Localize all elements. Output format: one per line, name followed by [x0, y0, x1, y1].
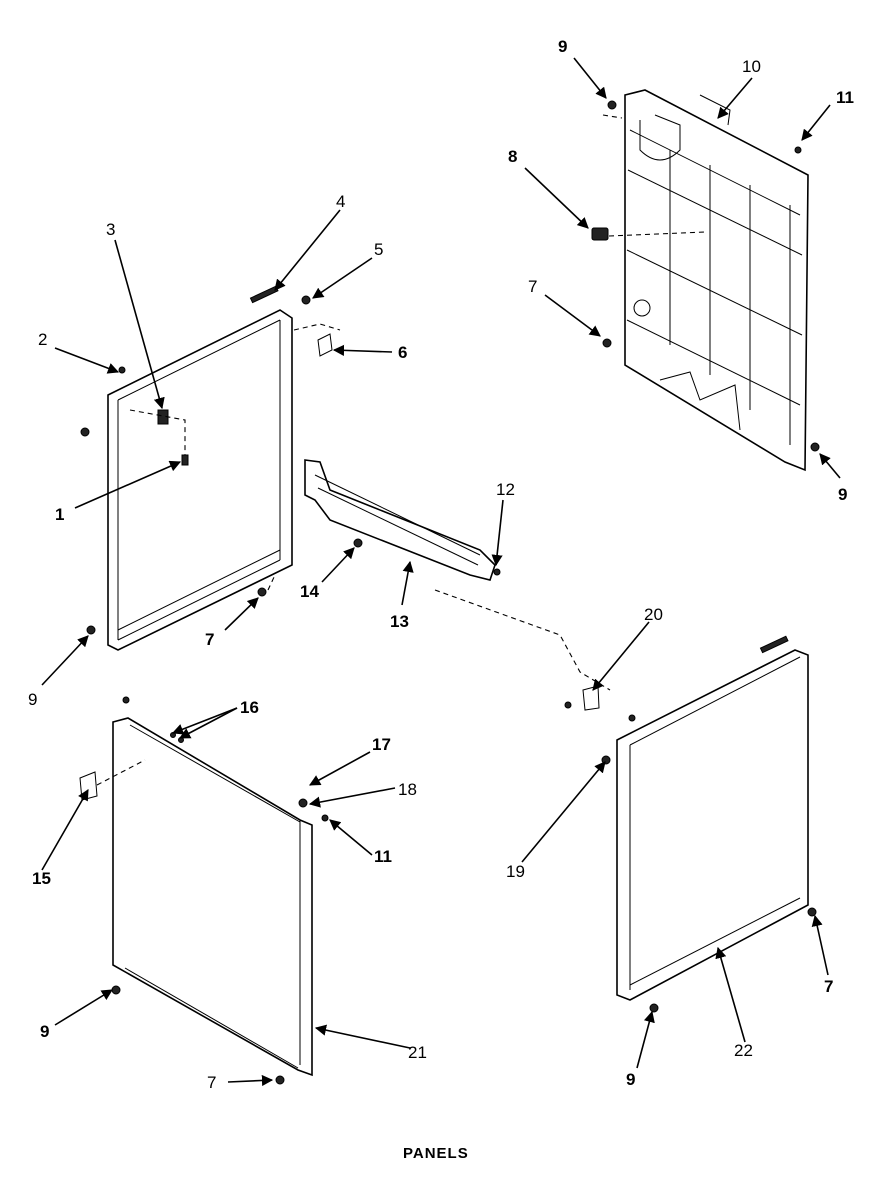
callout-8: 8 [508, 147, 517, 166]
callout-7: 7 [205, 630, 214, 649]
callout-14: 14 [300, 582, 319, 601]
callout-3: 3 [106, 220, 115, 239]
left-side-panel-hardware [80, 285, 341, 635]
right-side-panel [616, 649, 809, 1001]
callout-15: 15 [32, 869, 51, 888]
callout-6: 6 [398, 343, 407, 362]
callout-12: 12 [496, 480, 515, 499]
callout-20: 20 [644, 605, 663, 624]
callout-2: 2 [38, 330, 47, 349]
rear-panel-hardware [591, 100, 820, 452]
callout-7: 7 [824, 977, 833, 996]
callout-4: 4 [336, 192, 345, 211]
callout-16: 16 [240, 698, 259, 717]
right-side-panel-hardware [564, 635, 817, 1013]
callout-11: 11 [836, 88, 854, 107]
callout-5: 5 [374, 240, 383, 259]
callout-18: 18 [398, 780, 417, 799]
callout-13: 13 [390, 612, 409, 631]
callout-17: 17 [372, 735, 391, 754]
front-left-panel [112, 717, 313, 1077]
callout-7: 7 [207, 1073, 216, 1092]
callout-10: 10 [742, 57, 761, 76]
callout-11: 11 [374, 847, 392, 866]
callout-1: 1 [55, 505, 64, 524]
leader-lines [41, 57, 841, 1087]
rear-panel [624, 89, 809, 472]
callout-7: 7 [528, 277, 537, 296]
center-bracket [304, 459, 611, 691]
callouts: 9 10 11 8 7 9 3 4 5 6 2 1 7 9 14 13 12 2… [28, 37, 854, 1092]
callout-22: 22 [734, 1041, 753, 1060]
callout-9: 9 [40, 1022, 49, 1041]
callout-9: 9 [838, 485, 847, 504]
front-left-panel-hardware [79, 696, 329, 1085]
diagram-caption: PANELS [403, 1145, 469, 1162]
callout-19: 19 [506, 862, 525, 881]
callout-9: 9 [626, 1070, 635, 1089]
callout-9: 9 [558, 37, 567, 56]
left-side-panel [107, 309, 293, 651]
callout-9: 9 [28, 690, 37, 709]
callout-21: 21 [408, 1043, 427, 1062]
